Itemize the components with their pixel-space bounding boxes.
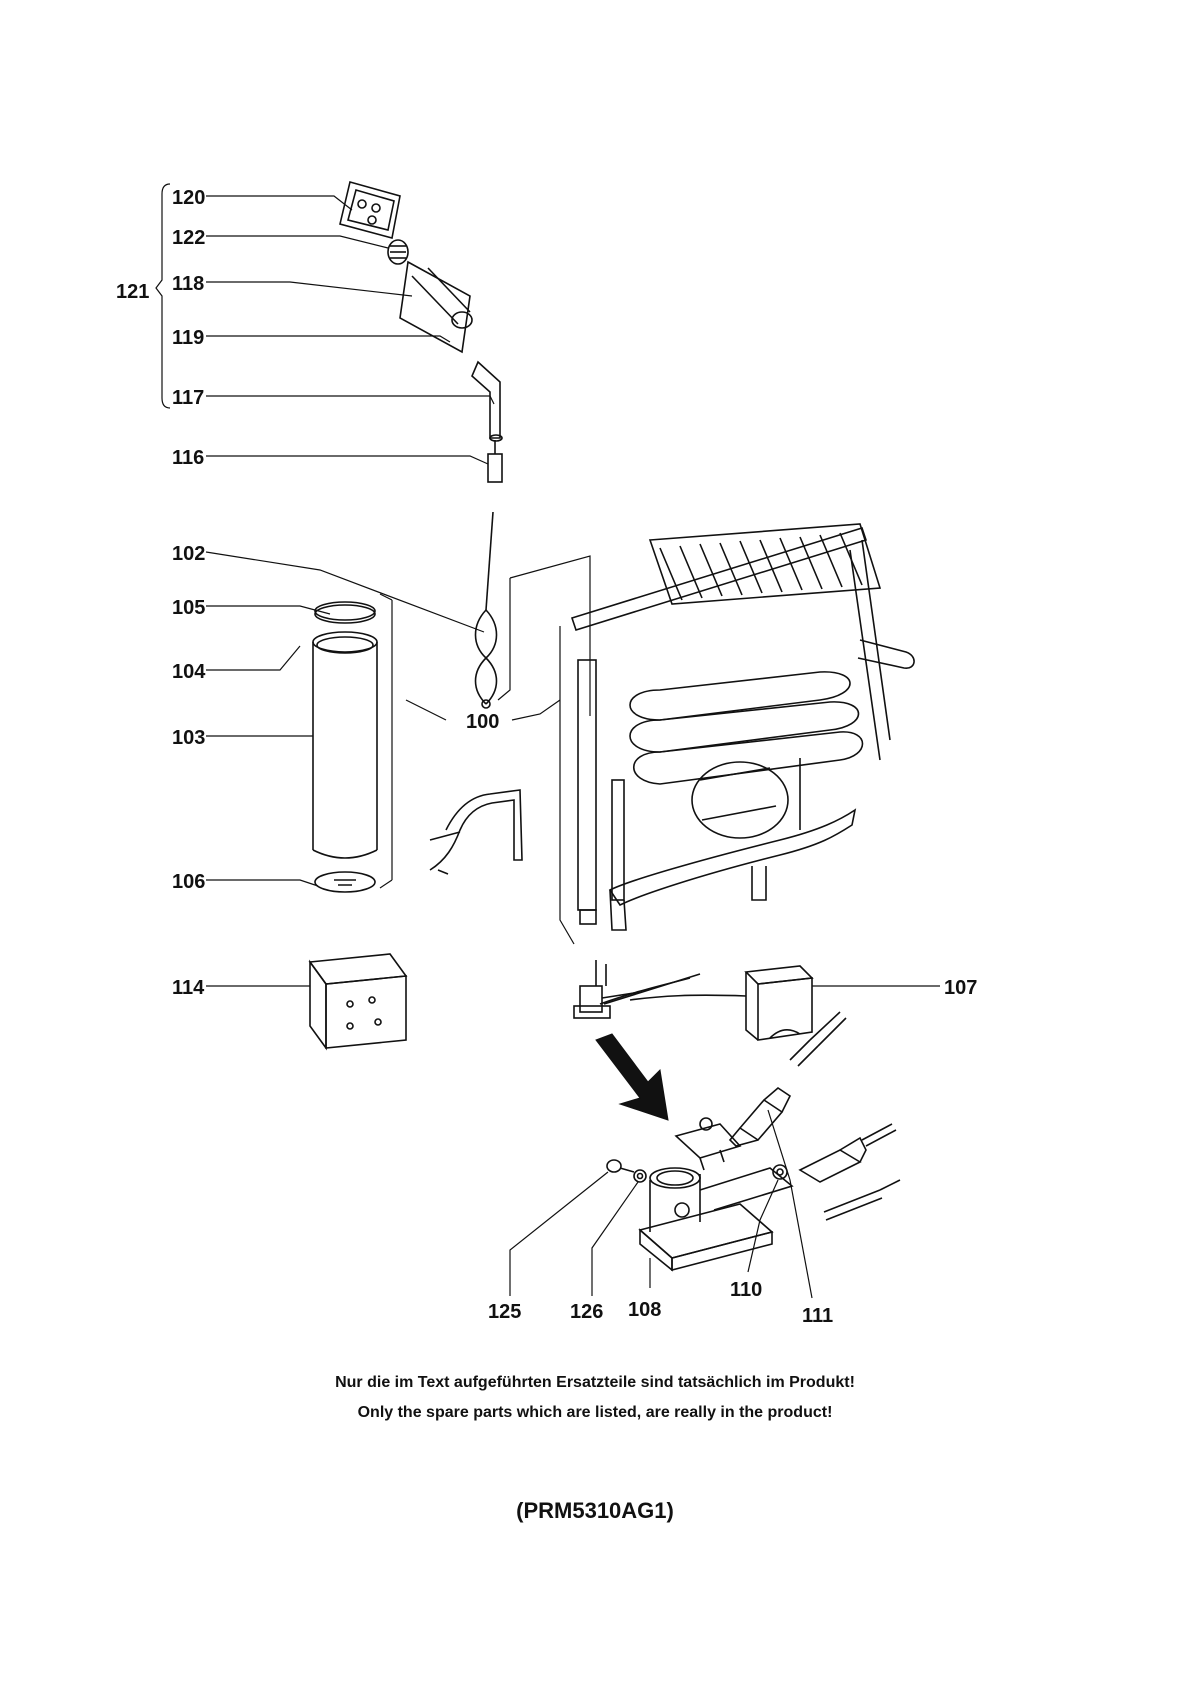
zoom-arrow [595,1033,669,1121]
callout-102: 102 [172,543,205,565]
control-box-114 [308,953,408,1051]
burner-assembly-small [573,960,747,1019]
callout-120: 120 [172,187,205,209]
flue-pipe-118 [399,260,473,354]
spare-parts-note-english: Only the spare parts which are listed, a… [357,1404,833,1421]
callout-111: 111 [802,1305,833,1327]
callout-114: 114 [172,977,205,999]
burner-bracket [674,1117,742,1171]
tube-ring-104 [312,631,378,654]
baffle-wire-102 [474,511,498,709]
tube-cap-105 [314,601,376,624]
callout-122: 122 [172,227,205,249]
callout-107: 107 [944,977,977,999]
callout-118: 118 [172,273,204,295]
thermocouple [798,1123,901,1221]
vent-cover-120 [339,181,401,239]
callout-125: 125 [488,1301,521,1323]
cooling-unit-100 [570,523,915,931]
flue-baffle-116 [487,440,503,483]
bracket-cooling-unit [509,555,591,945]
bracket-102-wire [497,578,511,701]
callout-100: 100 [466,711,499,733]
electrode-111 [728,1011,847,1147]
callout-110: 110 [730,1279,762,1301]
burner-cover-107 [744,965,814,1041]
bracket-tube-group [379,593,393,889]
tube-disc-106 [314,871,376,893]
gas-pipe [429,789,523,875]
leader-lines [205,195,940,1299]
callout-108: 108 [628,1299,661,1321]
washer-126 [633,1169,647,1183]
callout-105: 105 [172,597,205,619]
flue-elbow-117 [471,360,503,442]
screw-125 [606,1159,635,1173]
spare-parts-note-german: Nur die im Text aufgeführten Ersatzteile… [335,1374,855,1391]
model-code: (PRM5310AG1) [516,1498,674,1523]
burner-jet-108 [638,1167,794,1272]
vent-grille-122 [387,239,409,265]
callout-117: 117 [172,387,204,409]
callout-103: 103 [172,727,205,749]
callout-104: 104 [172,661,206,683]
callout-121: 121 [116,281,149,303]
burner-tube-103 [312,642,378,859]
callout-116: 116 [172,447,204,469]
group-bracket-121 [155,183,171,409]
callout-106: 106 [172,871,205,893]
callout-119: 119 [172,327,204,349]
callout-126: 126 [570,1301,603,1323]
